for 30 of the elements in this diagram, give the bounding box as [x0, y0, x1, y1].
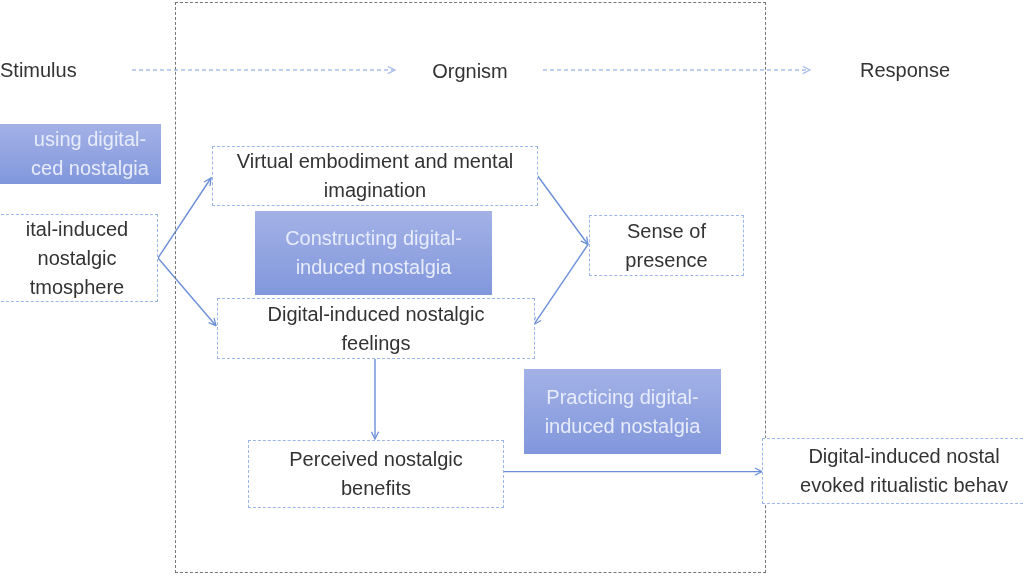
arrow	[542, 65, 811, 75]
arrow	[370, 357, 380, 440]
stage-heading: Response	[859, 57, 951, 83]
arrow	[533, 243, 589, 326]
box-label: Practicing digital-induced nostalgia	[543, 384, 702, 439]
concept-box	[762, 438, 1024, 504]
box-label: Digital-induced nostal evoked ritualistic behav	[799, 444, 1009, 498]
box-label: Constructing digital-induced nostalgia	[284, 226, 463, 280]
box-label: Digital-induced nostalgic feelings	[266, 301, 486, 356]
process-box	[255, 211, 492, 295]
concept-box	[217, 298, 535, 359]
concept-box	[589, 215, 744, 276]
process-box	[0, 124, 161, 184]
stage-heading: Stimulus	[0, 57, 77, 83]
arrow	[131, 65, 396, 75]
arrow	[536, 174, 589, 246]
process-box	[524, 369, 721, 454]
arrow	[157, 177, 212, 259]
arrow	[502, 467, 763, 476]
organism-frame	[175, 2, 766, 573]
box-label: using digital- ced nostalgia	[30, 127, 150, 181]
concept-box	[0, 214, 158, 302]
concept-box	[212, 146, 538, 206]
stage-heading: Orgnism	[432, 58, 508, 84]
arrow	[157, 257, 217, 327]
box-label: Perceived nostalgic benefits	[288, 447, 464, 501]
box-label: Virtual embodiment and mental imagination	[235, 149, 515, 203]
box-label: ital-induced nostalgic tmosphere	[24, 216, 130, 300]
box-label: Sense of presence	[624, 218, 709, 273]
concept-box	[248, 440, 504, 508]
